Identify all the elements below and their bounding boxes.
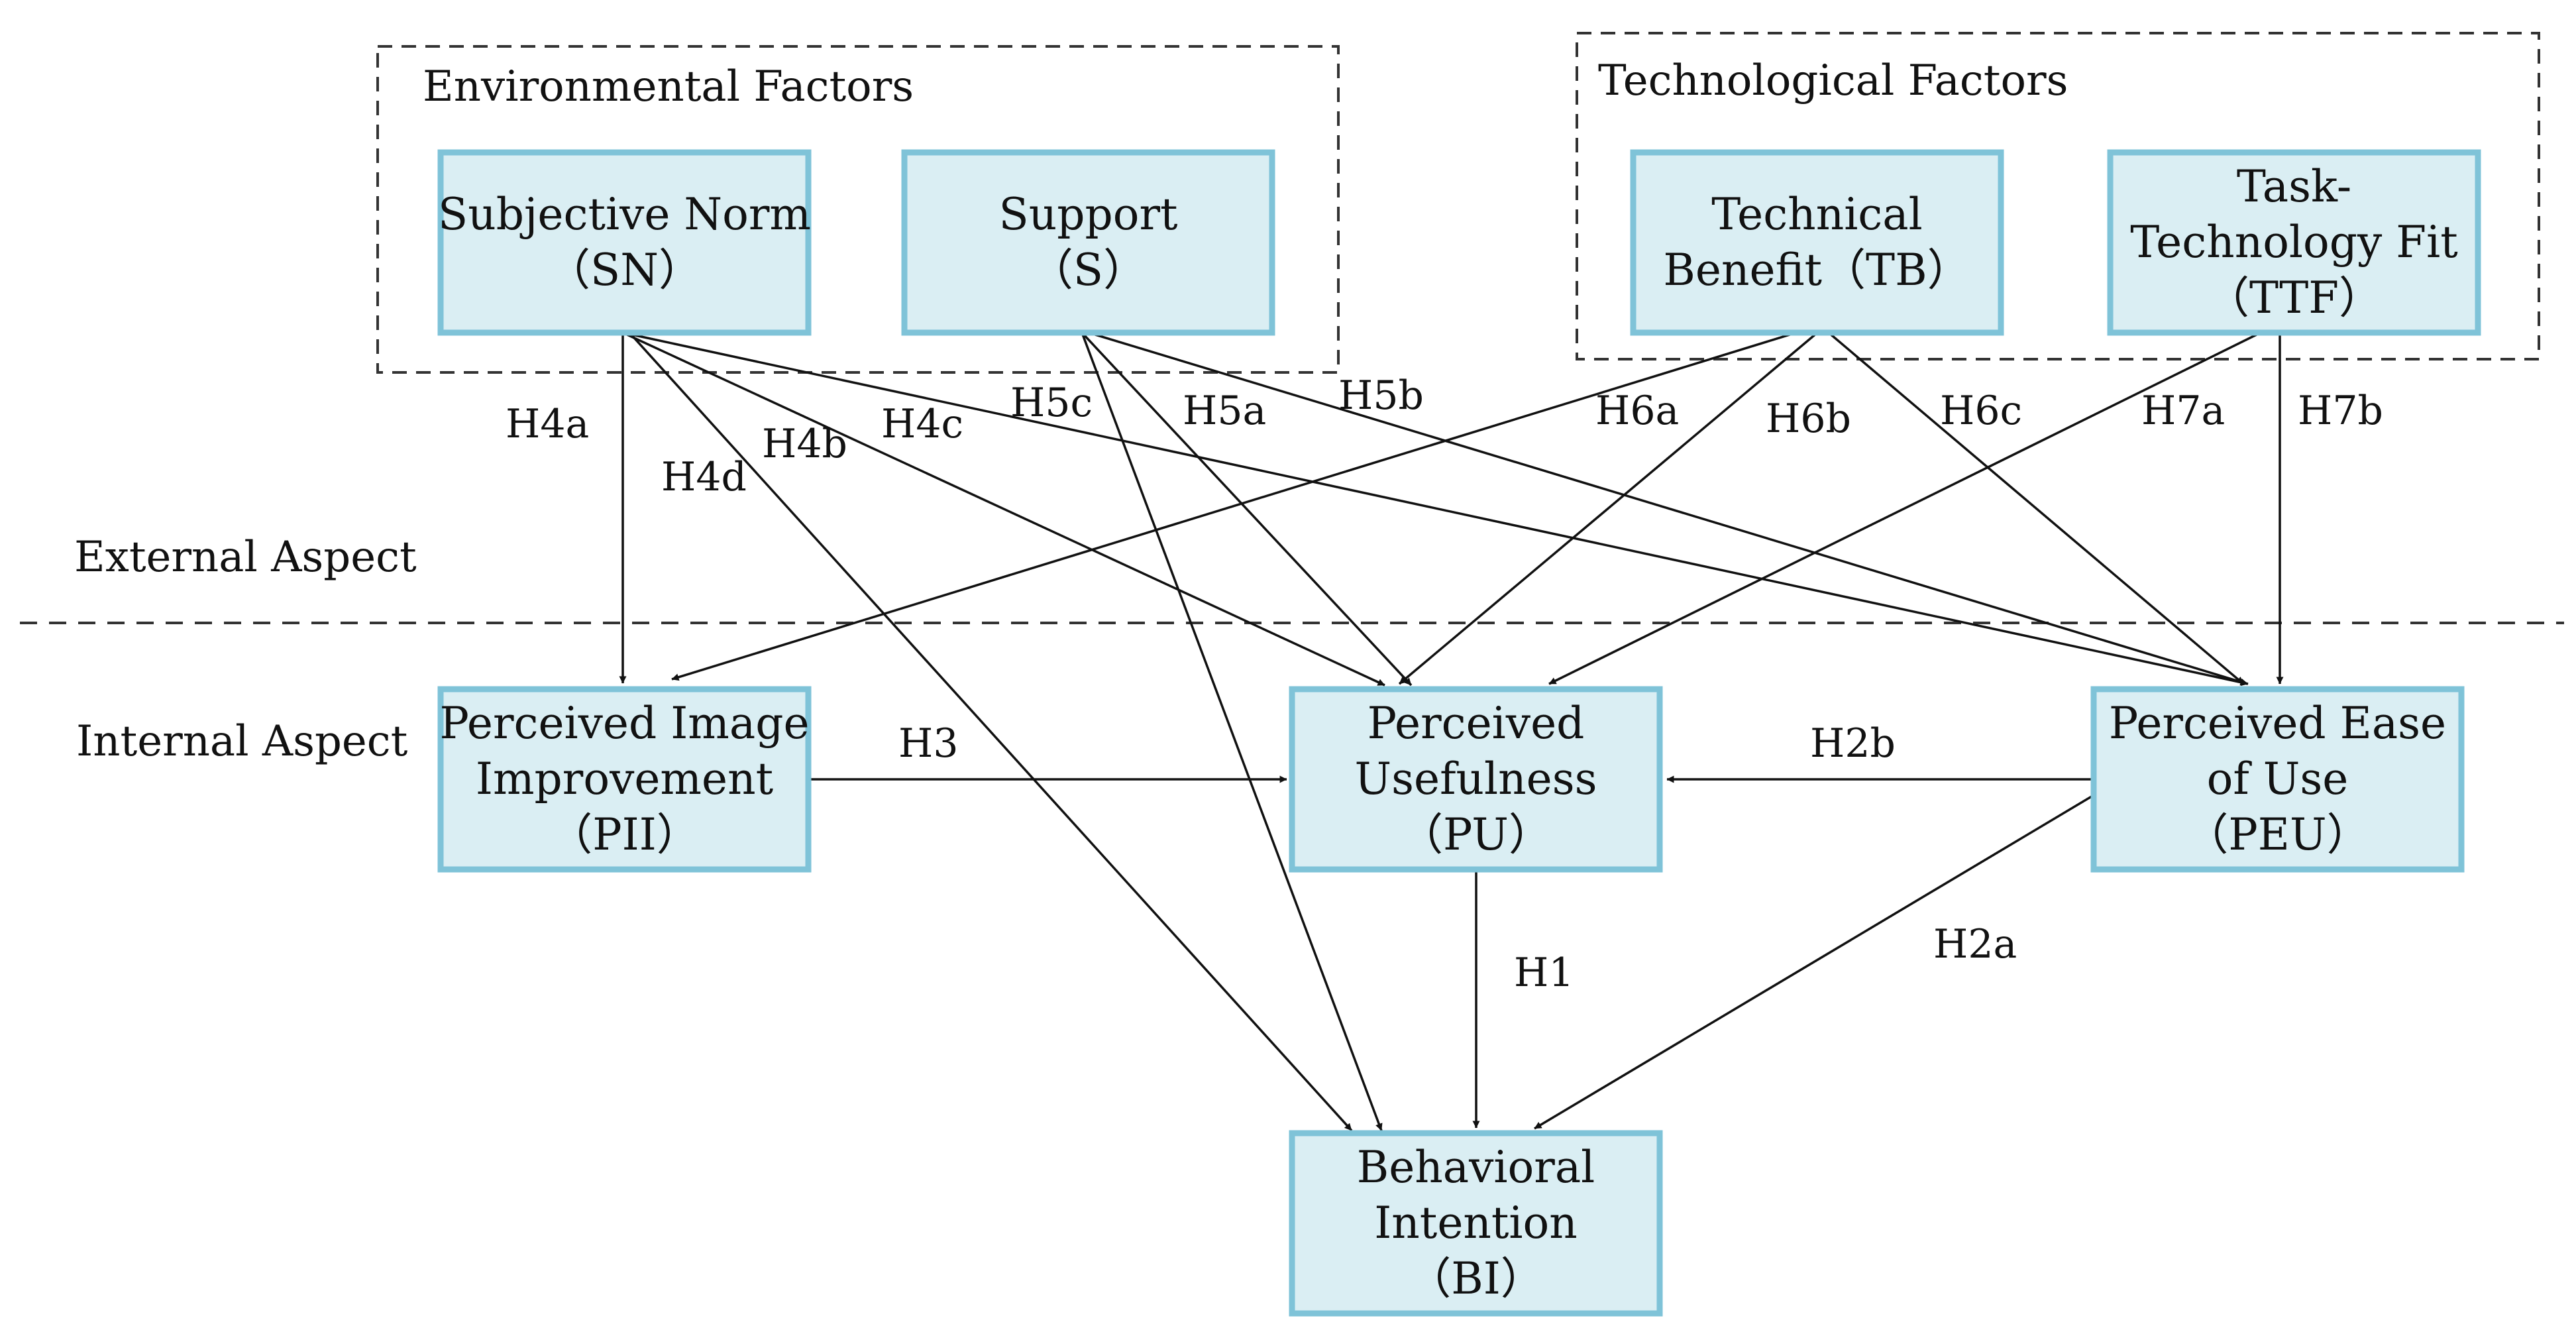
construct-box-frame [1289,1130,1663,1317]
hypothesis-label-h5b: H5b [1338,372,1424,419]
construct-label-line: Perceived [1368,698,1585,749]
environmental-factors-frame [376,45,1340,374]
hypothesis-label-h7b: H7b [2298,388,2383,434]
construct-box-sn: Subjective Norm（SN） [437,149,812,336]
hypothesis-arrow-h4d [628,331,1353,1132]
construct-box-frame [1289,686,1663,873]
hypothesis-arrow-h6b [1398,331,1819,685]
hypothesis-arrow-h5a [1081,331,1413,687]
technological-factors-title: Technological Factors [1598,56,2068,105]
construct-box-frame [1630,149,2004,336]
construct-label-line: Technical [1711,189,1922,240]
hypothesis-label-h4d: H4d [661,454,747,500]
hypothesis-arrow-h7a [1548,331,2261,685]
external-aspect-label: External Aspect [74,533,417,582]
internal-aspect-label: Internal Aspect [76,717,408,766]
construct-label-line: Usefulness [1355,753,1597,804]
construct-label-line: Task- [2237,161,2351,212]
construct-label-line: Subjective Norm [438,189,811,240]
construct-label-line: （BI） [1407,1253,1544,1304]
construct-label-line: Benefit（TB） [1663,245,1970,296]
technological-factors-frame [1576,32,2540,360]
construct-box-frame [2107,149,2481,336]
construct-box-frame [901,149,1275,336]
hypothesis-label-h1: H1 [1514,950,1574,996]
construct-label-line: Perceived Image [439,698,809,749]
hypothesis-label-h4b: H4b [762,421,847,467]
construct-label-line: of Use [2207,753,2349,804]
construct-box-frame [437,686,812,873]
construct-label-line: （PEU） [2184,809,2370,860]
construct-label-line: Improvement [476,753,773,804]
hypothesis-arrow-h4b [622,331,1385,687]
construct-label-line: Perceived Ease [2109,698,2446,749]
hypothesis-label-h6b: H6b [1766,396,1851,442]
construct-label-line: （TTF） [2206,272,2383,323]
hypothesis-label-h4c: H4c [881,401,963,447]
hypothesis-label-h2a: H2a [1933,921,2017,968]
hypothesis-arrow-h6a [671,331,1797,681]
hypothesis-arrow-h4c [622,331,2249,687]
hypothesis-arrow-h5b [1088,331,2248,686]
construct-label-line: （SN） [547,245,702,296]
construct-box-frame [2090,686,2465,873]
construct-label-line: Intention [1374,1197,1578,1248]
hypothesis-label-h5a: H5a [1183,388,1266,434]
hypothesis-label-h2b: H2b [1810,720,1896,767]
construct-label-line: （PII） [549,809,700,860]
construct-label-line: Technology Fit [2130,217,2457,268]
environmental-factors-title: Environmental Factors [423,62,914,111]
hypothesis-arrow-h2a [1534,794,2094,1130]
construct-box-s: Support（S） [901,149,1275,336]
hypothesis-label-h7a: H7a [2141,388,2225,434]
construct-label-line: （PU） [1399,809,1552,860]
construct-label-line: Support [998,189,1177,240]
hypothesis-label-h3: H3 [898,720,959,767]
hypothesis-label-h6a: H6a [1595,388,1679,434]
hypothesis-label-h5c: H5c [1010,380,1093,426]
hypothesis-arrow-h6c [1827,331,2245,685]
hypothesis-edges [619,331,2284,1132]
construct-box-frame [437,149,812,336]
hypothesis-arrow-h5c [1081,332,1383,1131]
construct-boxes: Subjective Norm（SN）Support（S）TechnicalBe… [437,149,2481,1317]
construct-box-ttf: Task-Technology Fit（TTF） [2107,149,2481,336]
construct-label-line: （S） [1030,245,1147,296]
hypothesis-label-h4a: H4a [506,401,589,447]
construct-label-line: Behavioral [1357,1142,1595,1193]
hypothesis-label-h6c: H6c [1940,388,2022,434]
